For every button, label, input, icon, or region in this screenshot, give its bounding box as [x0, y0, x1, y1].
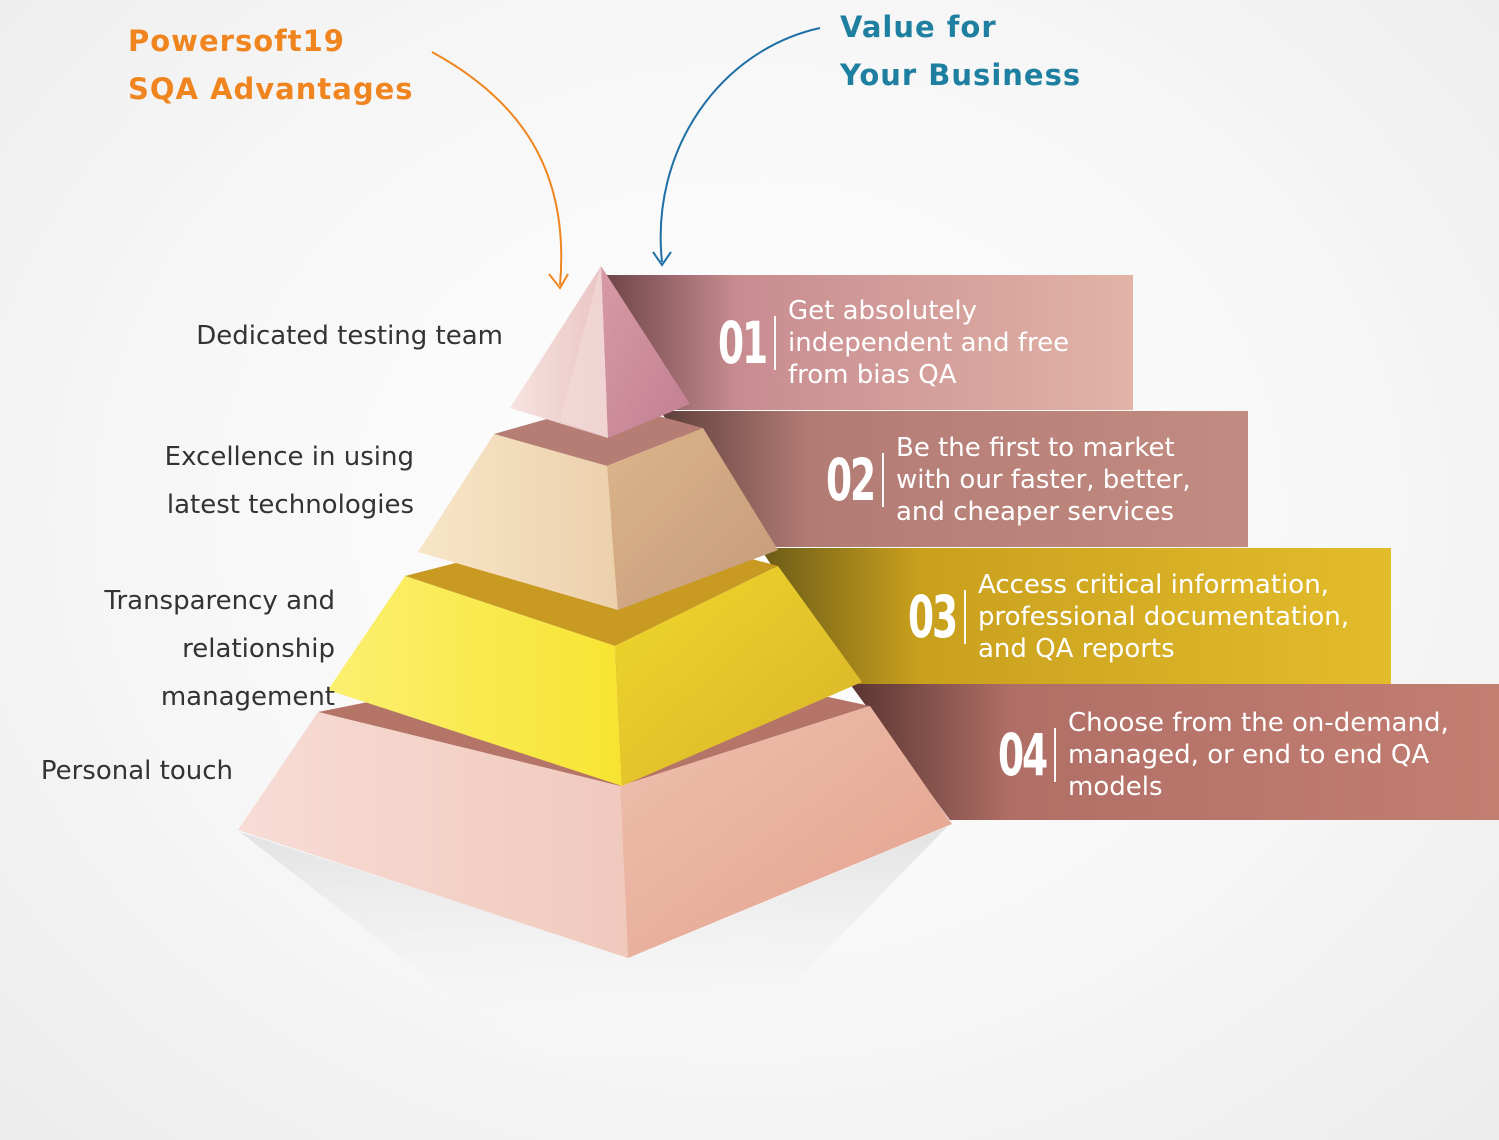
- orange-arrow: [431, 51, 569, 290]
- band-03-number: 03: [908, 583, 958, 651]
- band-03: 03 Access critical information, professi…: [866, 549, 1349, 685]
- band-03-divider: [964, 590, 966, 644]
- band-04-text-line-2: managed, or end to end QA: [1068, 740, 1430, 770]
- band-04-text-line-3: models: [1068, 772, 1163, 802]
- level-label-3: Transparency and relationship management: [0, 577, 335, 721]
- band-03-text: Access critical information, professiona…: [978, 569, 1349, 665]
- level-label-2-line-2: latest technologies: [166, 490, 414, 520]
- level-label-4-line-1: Personal touch: [40, 756, 233, 786]
- blue-arrow: [652, 27, 821, 267]
- band-01-text-line-1: Get absolutely: [788, 296, 977, 326]
- band-02-text-line-1: Be the first to market: [896, 433, 1175, 463]
- advantages-heading: Powersoft19 SQA Advantages: [128, 17, 414, 113]
- band-01-divider: [774, 316, 776, 370]
- level-label-3-line-1: Transparency and: [104, 586, 335, 616]
- band-04-text-line-1: Choose from the on-demand,: [1068, 708, 1449, 738]
- band-01-text-line-3: from bias QA: [788, 360, 957, 390]
- band-02-shape: [660, 411, 1248, 547]
- band-02-divider: [882, 453, 884, 507]
- value-heading: Value for Your Business: [840, 3, 1081, 99]
- band-03-text-line-2: professional documentation,: [978, 602, 1349, 632]
- band-02-number: 02: [826, 446, 876, 514]
- band-04-divider: [1054, 728, 1056, 782]
- level-label-2: Excellence in using latest technologies: [165, 433, 414, 529]
- value-heading-line-2: Your Business: [840, 58, 1082, 92]
- level-label-1: Dedicated testing team: [196, 312, 503, 360]
- level-label-3-line-2: relationship management: [160, 634, 335, 712]
- band-02-text-line-2: with our faster, better,: [896, 465, 1191, 495]
- level-label-1-line-1: Dedicated testing team: [196, 321, 503, 351]
- level-label-2-line-1: Excellence in using: [164, 442, 414, 472]
- band-03-text-line-3: and QA reports: [978, 634, 1175, 664]
- band-04-shape: [850, 684, 1499, 820]
- pyramid-reflection: [240, 826, 948, 1080]
- band-03-shape: [760, 548, 1391, 684]
- band-01-shape: [605, 275, 1133, 410]
- pyramid-tier-1: [510, 266, 690, 438]
- advantages-heading-line-1: Powersoft19: [128, 24, 345, 58]
- band-02: 02 Be the first to market with our faste…: [784, 412, 1191, 548]
- band-01: 01 Get absolutely independent and free f…: [676, 275, 1069, 411]
- band-02-text: Be the first to market with our faster, …: [896, 432, 1191, 528]
- band-01-number: 01: [718, 309, 768, 377]
- level-label-4: Personal touch: [41, 747, 233, 795]
- band-04-text: Choose from the on-demand, managed, or e…: [1068, 707, 1449, 803]
- band-04-number: 04: [998, 721, 1048, 789]
- band-04: 04 Choose from the on-demand, managed, o…: [956, 687, 1449, 823]
- value-heading-line-1: Value for: [840, 10, 997, 44]
- band-01-text: Get absolutely independent and free from…: [788, 295, 1069, 391]
- band-02-text-line-3: and cheaper services: [896, 497, 1175, 527]
- band-03-text-line-1: Access critical information,: [978, 570, 1329, 600]
- band-01-text-line-2: independent and free: [788, 328, 1070, 358]
- advantages-heading-line-2: SQA Advantages: [128, 72, 414, 106]
